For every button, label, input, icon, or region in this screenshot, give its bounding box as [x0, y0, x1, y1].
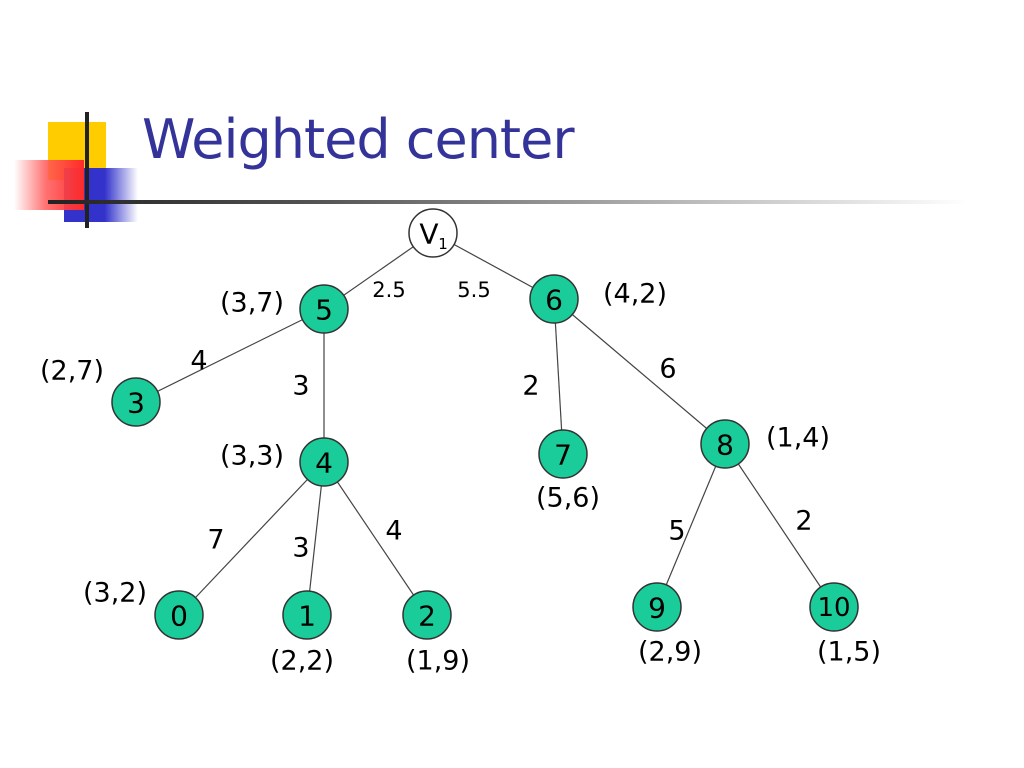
labels: 2.5 5.5 4 3 2 6 7 3 4 5 2 (3,7) (4,2) (2,7) (3,3) (5,6)… [40, 278, 881, 677]
node-n5: 5 [299, 284, 349, 334]
node-label: 3 [127, 387, 145, 420]
slide-title: Weighted center [142, 108, 575, 171]
node-pair-label: (3,2) [83, 578, 147, 609]
edge-n5-n3 [135, 308, 325, 403]
edge-n6-n7 [553, 298, 564, 455]
node-label: 7 [554, 439, 572, 472]
node-label: 2 [418, 600, 436, 633]
edge-weight: 2 [795, 506, 812, 537]
edge-n4-n1 [306, 461, 325, 616]
node-pair-label: (1,4) [766, 423, 830, 454]
edge-weight: 6 [659, 354, 676, 385]
edge-weight: 3 [292, 371, 309, 402]
node-subscript: 1 [438, 235, 448, 253]
node-pair-label: (1,9) [406, 646, 470, 677]
node-circle [154, 590, 204, 640]
edge-n6-n8 [553, 298, 726, 445]
node-pair-label: (5,6) [536, 483, 600, 514]
node-pair-label: (3,7) [220, 288, 284, 319]
node-pair-label: (4,2) [603, 279, 667, 310]
node-label: 0 [170, 600, 188, 633]
node-label: 10 [817, 593, 850, 623]
deco-vertical-rule [85, 112, 89, 228]
node-label: 6 [545, 284, 563, 317]
node-circle [809, 582, 859, 632]
node-circle [299, 284, 349, 334]
edge-weight: 5 [668, 516, 685, 547]
node-n9: 9 [632, 582, 682, 632]
node-n8: 8 [700, 419, 750, 469]
node-label: 4 [315, 447, 333, 480]
node-circle [529, 274, 579, 324]
node-n6: 6 [529, 274, 579, 324]
node-n10: 10 [809, 582, 859, 632]
node-pair-label: (2,9) [638, 637, 702, 668]
node-pair-label: (3,3) [220, 441, 284, 472]
node-circle [700, 419, 750, 469]
edge-weight: 2 [522, 371, 539, 402]
node-pair-label: (2,7) [40, 356, 104, 387]
node-n7: 7 [538, 429, 588, 479]
deco-horizontal-rule [48, 200, 968, 204]
node-label: 8 [716, 429, 734, 462]
node-circle [632, 582, 682, 632]
node-n3: 3 [111, 377, 161, 427]
edge-weight: 3 [292, 533, 309, 564]
edge-weight: 5.5 [457, 278, 490, 302]
node-n4: 4 [299, 437, 349, 487]
edge-weight: 7 [207, 525, 224, 556]
node-circle [402, 590, 452, 640]
node-circle [408, 208, 458, 258]
node-circle [299, 437, 349, 487]
edge-weight: 4 [385, 516, 402, 547]
node-n0: 0 [154, 590, 204, 640]
node-n1: 1 [282, 590, 332, 640]
node-circle [538, 429, 588, 479]
edge-n4-n0 [178, 461, 325, 616]
node-circle [111, 377, 161, 427]
node-label: 5 [315, 294, 333, 327]
node-n2: 2 [402, 590, 452, 640]
edge-weight: 2.5 [372, 278, 405, 302]
node-pair-label: (1,5) [817, 637, 881, 668]
node-label: 1 [298, 600, 316, 633]
edge-n4-n2 [323, 461, 428, 616]
node-pair-label: (2,2) [270, 646, 334, 677]
node-label: 9 [648, 592, 666, 625]
node-circle [282, 590, 332, 640]
edge-n8-n9 [656, 443, 726, 608]
node-label: V [419, 218, 438, 251]
edge-weight: 4 [190, 346, 207, 377]
edge-n8-n10 [724, 443, 835, 608]
